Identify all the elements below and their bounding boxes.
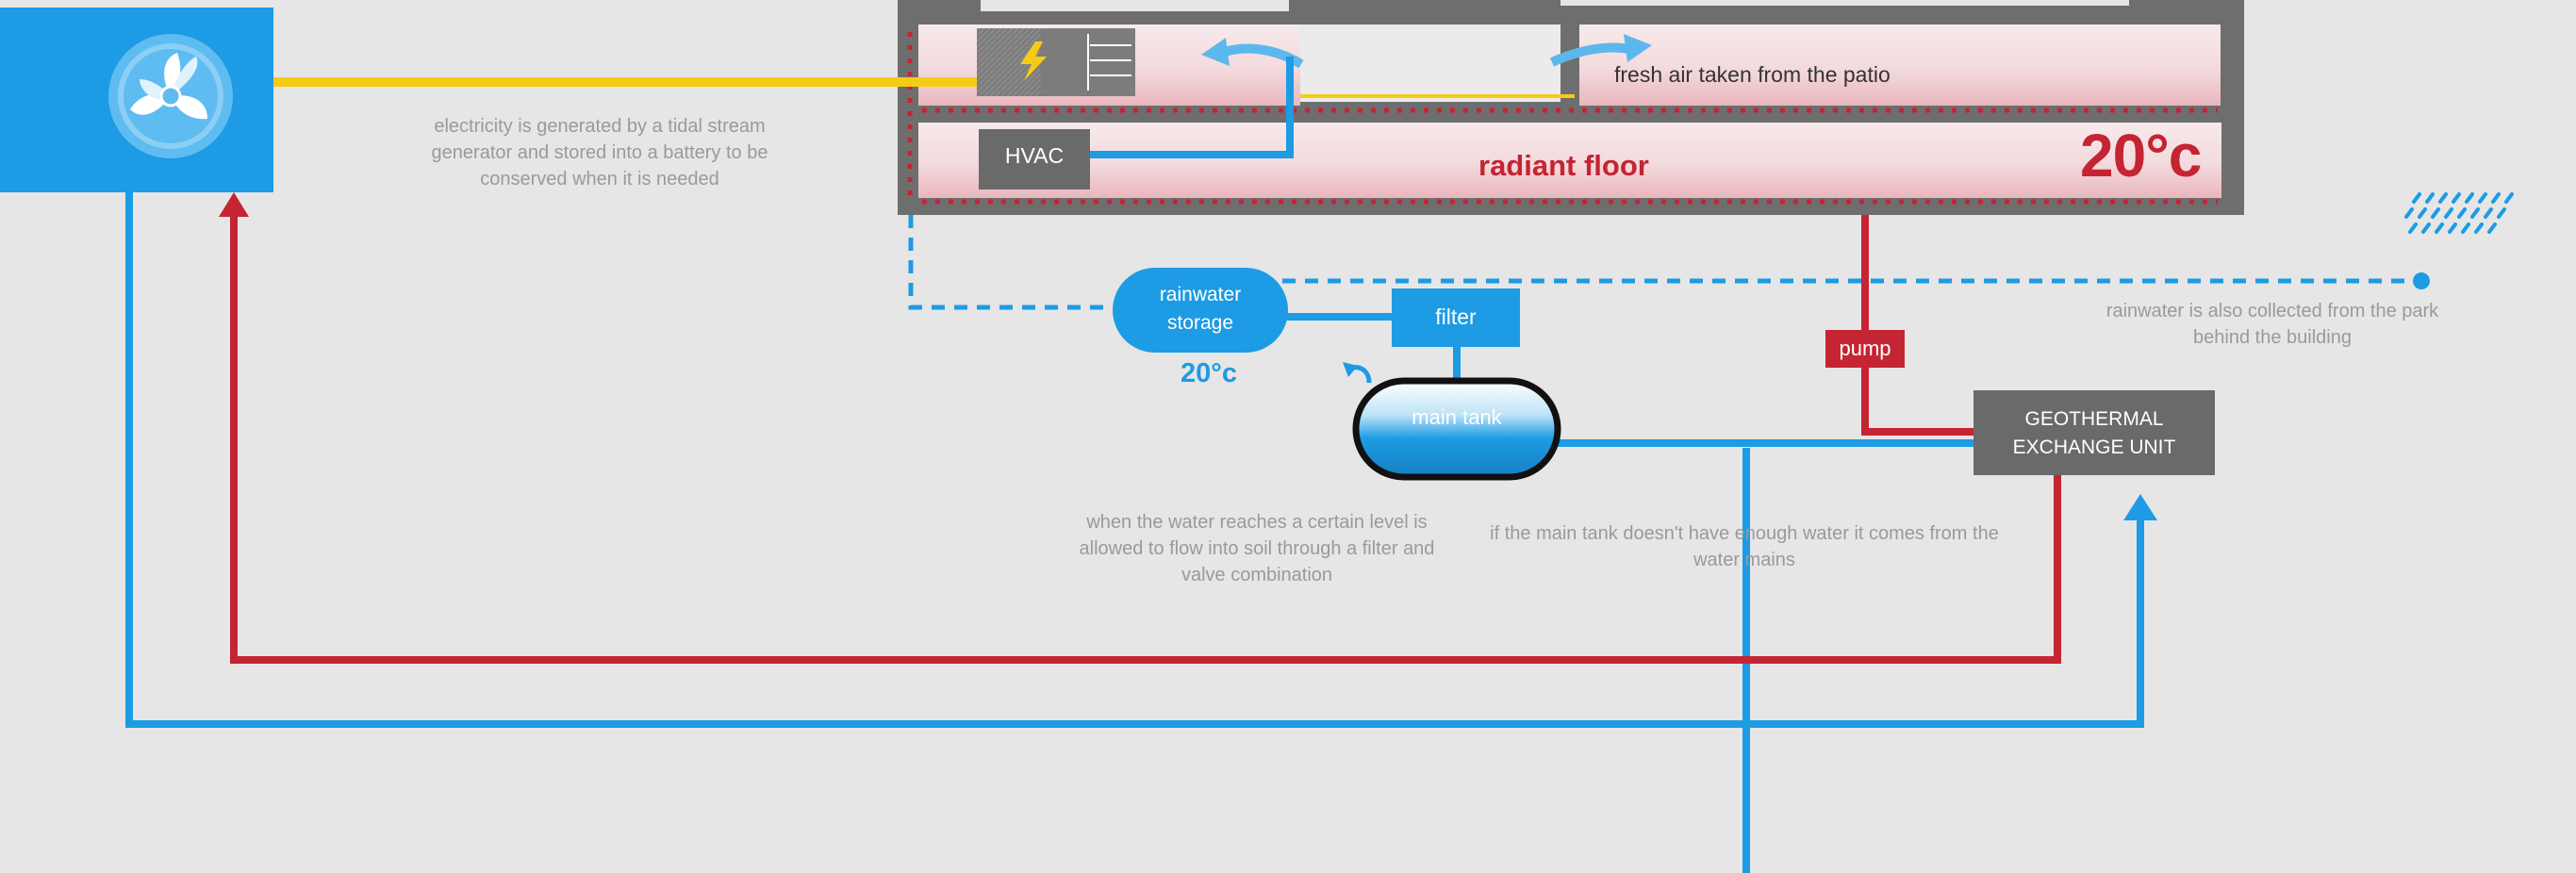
red-up-arrowhead [219, 192, 249, 217]
filter-label: filter [1435, 305, 1477, 329]
hvac-label: HVAC [1004, 143, 1065, 168]
hvac-supply-pipe [1090, 57, 1294, 158]
upper-room-right [1579, 25, 2221, 106]
loop-up-arrowhead [2123, 494, 2157, 520]
roof-gap-left [981, 0, 1289, 11]
fan-icon [108, 34, 233, 158]
heat-return-pipe [230, 211, 2061, 664]
floor-heating-pipe [1861, 215, 1973, 436]
battery-unit [977, 28, 1135, 96]
rainwater-storage-label: rainwater storage [1159, 284, 1242, 334]
main-tank [1352, 377, 1561, 481]
pump-label: pump [1839, 337, 1891, 360]
roof-gap-right [1560, 0, 2129, 6]
geothermal-label: GEOTHERMAL EXCHANGE UNIT [2012, 408, 2176, 458]
soil-note: when the water reaches a certain level i… [1079, 512, 1435, 585]
airflow-arrow-right-icon [1549, 34, 1652, 67]
mains-note: if the main tank doesn't have enough wat… [1490, 523, 1999, 570]
rainwater-storage-tank [1113, 268, 1288, 353]
electricity-note: electricity is generated by a tidal stre… [431, 116, 768, 189]
courtyard-opening [1300, 25, 1560, 102]
floor-temperature: 20°c [2080, 122, 2202, 189]
building-drain-dashed [908, 215, 1113, 310]
storage-temperature: 20°c [1181, 358, 1237, 388]
lightning-icon [1020, 41, 1047, 81]
pump-box [1825, 330, 1905, 368]
tidal-generator [0, 8, 273, 192]
return-arrow-icon [1343, 362, 1372, 384]
main-tank-label: main tank [1412, 405, 1502, 429]
fresh-air-label: fresh air taken from the patio [1614, 62, 1891, 87]
red-pipes [230, 211, 2061, 664]
geothermal-box [1973, 390, 2215, 475]
park-rain-endpoint [2413, 272, 2430, 289]
radiant-floor-label: radiant floor [1478, 149, 1649, 182]
rain-icon [2404, 192, 2514, 234]
rainwater-park-note: rainwater is also collected from the par… [2105, 301, 2439, 348]
return-loop-pipe [125, 192, 2144, 728]
filter-box [1392, 288, 1520, 347]
lower-floor-room [918, 123, 2221, 198]
hvac-box [979, 129, 1090, 189]
